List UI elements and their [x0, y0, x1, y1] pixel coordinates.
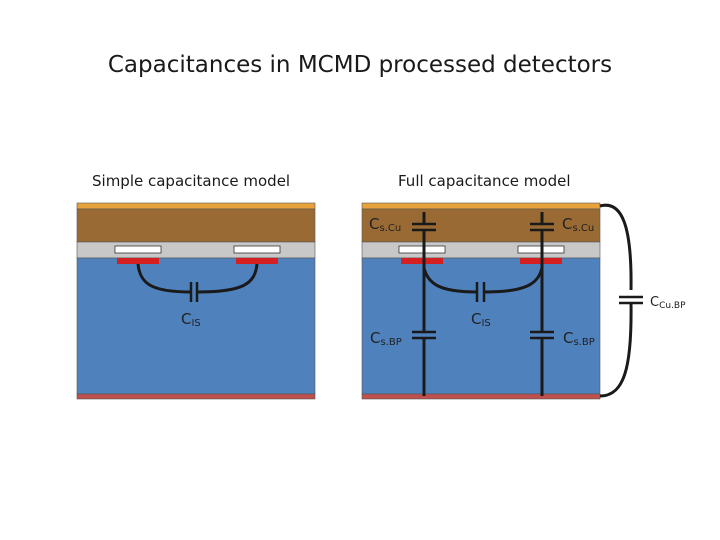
full-model-heading: Full capacitance model [398, 172, 571, 190]
c-sbp-left-label: Cs.BP [370, 329, 402, 348]
copper-top-strip [361, 202, 601, 210]
c-cubp-label: CCu.BP [650, 295, 686, 311]
silicon-bulk [76, 257, 316, 395]
cu-bp-loop-wire [599, 203, 633, 291]
c-scu-right-label: Cs.Cu [562, 215, 594, 234]
metal-strip [233, 245, 281, 254]
backplane [76, 393, 316, 400]
full-detector: Cs.Cu Cs.Cu Cs.BP Cs.BP CIS CCu.BP [361, 202, 686, 400]
implant-strip [236, 258, 278, 264]
c-scu-left-label: Cs.Cu [369, 215, 401, 234]
backplane [361, 393, 601, 400]
interstrip-wire [422, 267, 478, 294]
cu-bp-loop-wire [599, 302, 633, 398]
copper-layer [76, 208, 316, 243]
interstrip-wire [136, 263, 192, 294]
slide-title: Capacitances in MCMD processed detectors [107, 52, 613, 78]
copper-top-strip [76, 202, 316, 210]
interstrip-wire [483, 267, 544, 294]
silicon-bulk [361, 257, 601, 395]
interstrip-wire [196, 263, 259, 294]
implant-strip [401, 258, 443, 264]
c-is-label: CIS [181, 310, 201, 329]
implant-strip [117, 258, 159, 264]
copper-layer [361, 208, 601, 243]
simple-detector: CIS [76, 202, 316, 400]
c-is-label: CIS [471, 310, 491, 329]
c-sbp-right-label: Cs.BP [563, 329, 595, 348]
simple-model-heading: Simple capacitance model [92, 172, 291, 190]
metal-strip [398, 245, 446, 254]
metal-strip [114, 245, 162, 254]
